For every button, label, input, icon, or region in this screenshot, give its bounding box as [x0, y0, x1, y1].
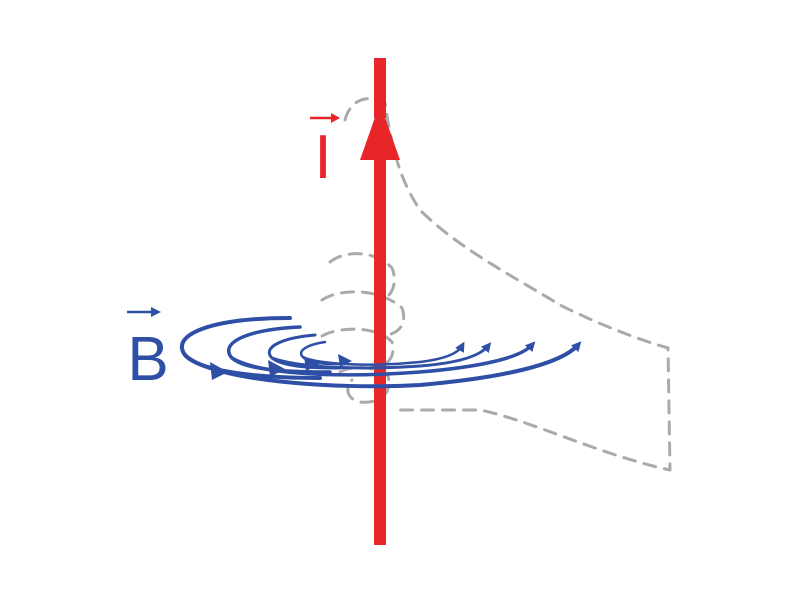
field-loop-4-front — [302, 341, 465, 366]
current-arrowhead — [360, 103, 400, 160]
finger-2-outline — [320, 290, 406, 338]
field-loop-2-front — [230, 341, 536, 377]
field-loops-front — [183, 341, 582, 389]
current-wire — [360, 58, 400, 545]
wire-top — [374, 58, 386, 118]
current-label: I — [314, 123, 331, 192]
field-arrow-3 — [304, 356, 320, 371]
vector-arrow-icon — [310, 113, 340, 123]
field-arrow-4 — [338, 354, 352, 367]
field-arrow-1 — [210, 362, 228, 380]
field-label-group: B — [127, 307, 169, 394]
wire-shaft — [374, 150, 386, 545]
field-label: B — [127, 325, 168, 394]
finger-3-outline — [320, 327, 395, 368]
finger-1-outline — [328, 252, 396, 302]
current-label-group: I — [310, 113, 340, 192]
field-loop-3-front — [270, 342, 492, 370]
vector-arrow-icon — [127, 307, 161, 317]
field-arrow-2 — [268, 360, 285, 377]
thumb-outline — [343, 97, 672, 472]
